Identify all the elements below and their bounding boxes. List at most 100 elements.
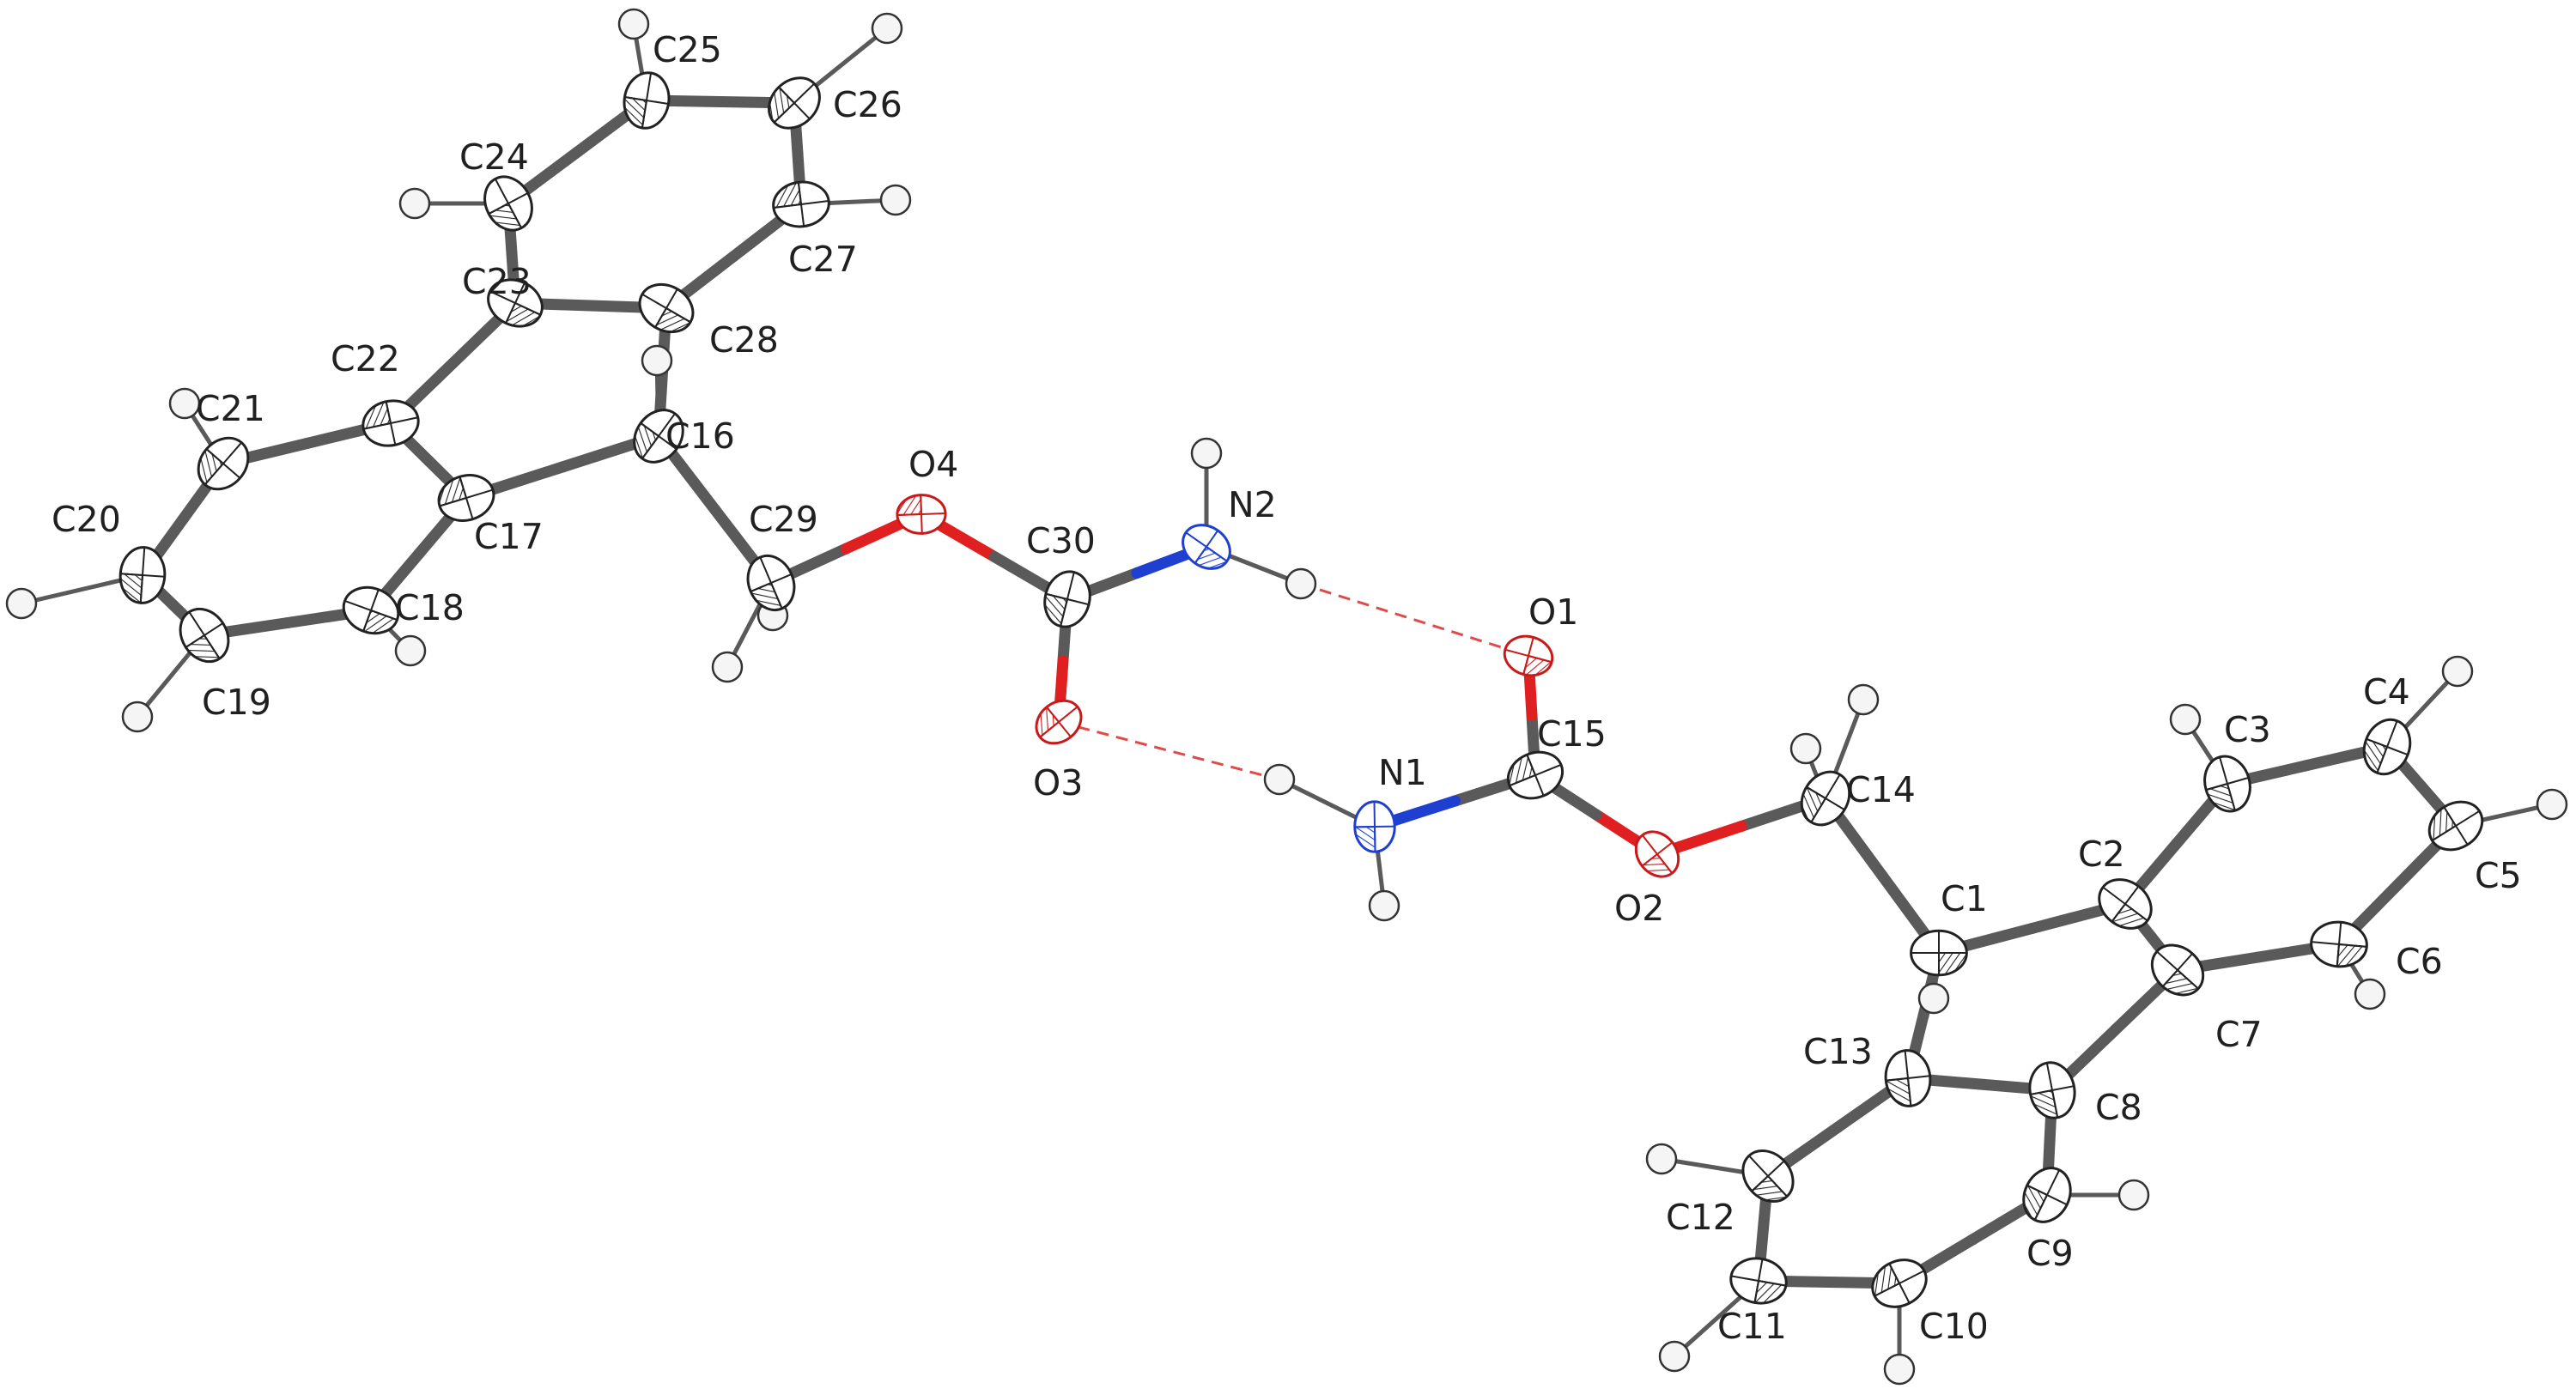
atom-principal-axis [505,282,526,324]
atom-octant [197,447,225,486]
atom-octant [1938,952,1968,976]
atom-octant [653,306,692,333]
atom-label-C9: C9 [2026,1233,2074,1274]
atom-principal-axis [2026,1184,2068,1206]
atom-C7 [2150,943,2205,997]
hydrogen-bond-H_N2b-O1 [1300,582,1529,658]
atom-label-C23: C23 [462,261,532,302]
atom-label-C4: C4 [2363,671,2410,713]
atom-principal-axis [1753,1259,1764,1303]
atom-principal-axis [1045,592,1090,606]
hydrogen-atom-H_C4 [2441,655,2474,688]
atom-principal-axis [640,422,677,450]
atom-C13 [1884,1049,1932,1107]
atom-principal-axis [1522,637,1534,675]
atom-label-C1: C1 [1941,878,1988,919]
atom-label-C26: C26 [833,84,902,125]
bond-C14-O2 [1651,792,1832,860]
atom-label-C7: C7 [2215,1014,2263,1055]
atom-C30 [1043,570,1091,628]
atom-principal-axis [2443,806,2469,846]
atom-label-O3: O3 [1033,762,1083,804]
atom-C5 [2427,800,2484,852]
atom-principal-axis [2111,885,2140,923]
atom-principal-axis [750,573,793,593]
hydrogen-atom-H_C19 [121,701,154,733]
atom-label-C15: C15 [1537,713,1607,755]
atom-octant [438,476,468,507]
hydrogen-atom-H_C12 [1645,1143,1678,1175]
atom-octant [772,181,803,209]
hydrogen-atom-H_N2b [1285,567,1317,600]
atom-C15 [1506,750,1564,800]
atom-principal-axis [459,476,474,519]
atom-C11 [1729,1257,1788,1305]
atom-principal-axis [1806,785,1845,811]
atom-C25 [623,71,671,130]
atom-label-C25: C25 [653,29,722,70]
atom-principal-axis [920,494,923,534]
hydrogen-atom-H_C9 [2117,1179,2150,1211]
atom-principal-axis [778,86,811,120]
atom-principal-axis [1751,1160,1785,1192]
atom-octant [768,86,796,124]
atom-principal-axis [1526,754,1545,797]
atom-C24 [483,175,533,232]
atom-principal-axis [2030,1085,2075,1095]
atom-layer [5,8,2568,1386]
hydrogen-atom-H_C20 [5,587,38,620]
atom-label-C19: C19 [202,682,271,723]
atom-C4 [2362,718,2412,776]
atom-label-C16: C16 [665,415,735,457]
atom-label-C11: C11 [1717,1306,1787,1347]
atom-octant [1640,852,1674,877]
atom-label-C30: C30 [1026,520,1096,561]
atom-label-C17: C17 [474,516,544,557]
atom-principal-axis [385,401,397,446]
atom-label-C28: C28 [709,319,779,361]
atom-principal-axis [1194,530,1219,564]
hydrogen-bond-O3-H_N1a [1058,720,1280,781]
atom-octant [361,400,392,430]
atom-C2 [2098,878,2153,930]
atom-label-C14: C14 [1846,769,1916,810]
hydrogen-atom-H_C11 [1658,1340,1691,1373]
atom-O2 [1634,830,1680,878]
atom-label-N1: N1 [1378,752,1427,793]
atom-label-C13: C13 [1803,1031,1873,1072]
atom-label-C20: C20 [52,499,121,540]
atom-principal-axis [205,448,241,479]
atom-O1 [1503,634,1554,677]
hydrogen-atom-H_C25 [617,8,650,40]
atom-label-O1: O1 [1528,591,1578,633]
atom-principal-axis [797,182,805,227]
atom-octant [896,494,923,517]
h-atom-bond-layer [19,21,2555,1372]
atom-C3 [2203,755,2251,813]
atom-O3 [1035,699,1083,745]
atom-C26 [768,76,821,130]
atom-principal-axis [654,288,678,328]
atom-octant [2363,737,2389,774]
bond-C1-C14 [1820,792,1945,959]
atom-label-N2: N2 [1228,484,1277,525]
atom-C12 [1741,1149,1795,1204]
atom-label-C2: C2 [2078,834,2125,875]
atom-C19 [179,607,230,664]
atom-octant [2029,1089,2059,1119]
bond-C7-C8 [2046,964,2184,1096]
atom-label-C8: C8 [2095,1087,2142,1128]
atom-principal-axis [488,192,529,215]
atom-C21 [197,436,250,491]
atom-principal-axis [1886,1075,1930,1082]
atom-principal-axis [2161,953,2194,987]
hydrogen-atom-H_C5 [2536,788,2568,821]
atom-octant [749,581,783,611]
atom-octant [623,95,648,130]
atom-principal-axis [1046,706,1072,738]
atom-octant [361,609,398,634]
atom-principal-axis [2336,922,2342,967]
hydrogen-atom-H_C29a [711,651,744,683]
atom-octant [1753,1279,1788,1304]
atom-principal-axis [2205,776,2250,792]
